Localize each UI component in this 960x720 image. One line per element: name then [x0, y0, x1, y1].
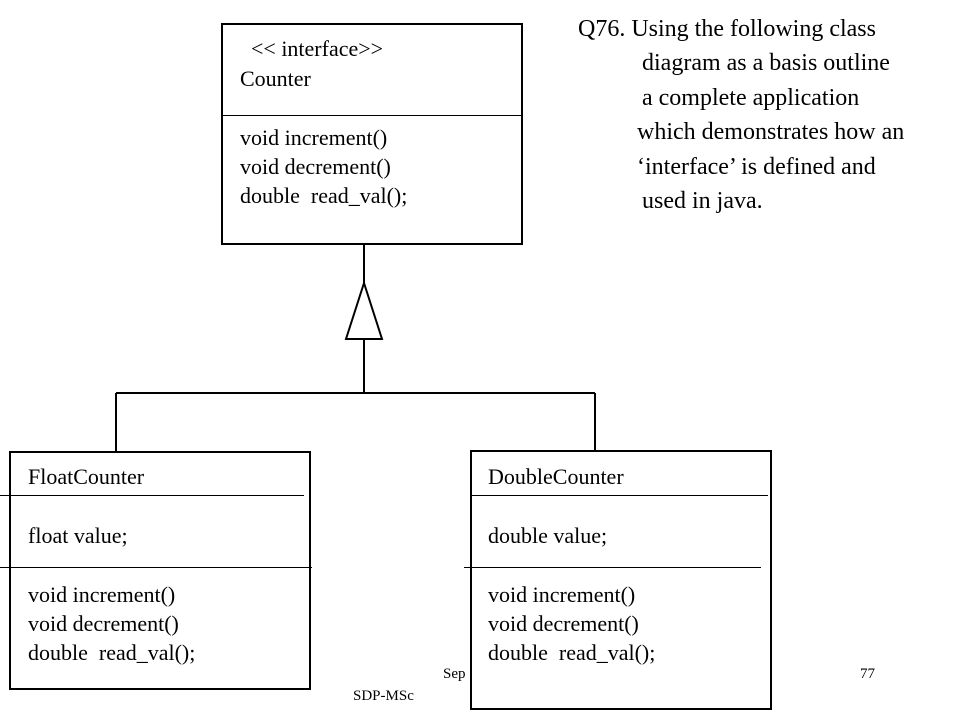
- float-counter-attribute: float value;: [28, 523, 128, 548]
- double-counter-method-2: void decrement(): [488, 611, 639, 636]
- question-line-3: a complete application: [642, 85, 860, 111]
- counter-interface-box: [221, 23, 523, 245]
- double-counter-class-name: DoubleCounter: [488, 464, 624, 489]
- double-counter-separator-2: [464, 567, 761, 568]
- counter-separator: [222, 115, 522, 116]
- counter-stereotype: << interface>>: [251, 36, 384, 61]
- float-counter-box: [9, 451, 311, 690]
- double-counter-attribute: double value;: [488, 523, 608, 548]
- footer-course: SDP-MSc: [353, 688, 414, 704]
- question-line-6: used in java.: [642, 188, 763, 214]
- question-line-1: Q76. Using the following class: [578, 16, 876, 42]
- question-line-2: diagram as a basis outline: [642, 50, 890, 76]
- float-counter-separator-1: [0, 495, 304, 496]
- footer-page-number: 77: [860, 666, 875, 682]
- float-counter-method-3: double read_val();: [28, 640, 196, 665]
- float-counter-method-2: void decrement(): [28, 611, 179, 636]
- counter-method-1: void increment(): [240, 125, 388, 150]
- float-counter-separator-2: [0, 567, 312, 568]
- double-counter-separator-1: [471, 495, 768, 496]
- counter-method-2: void decrement(): [240, 154, 391, 179]
- inheritance-triangle-icon: [344, 279, 384, 340]
- question-line-4: which demonstrates how an: [637, 119, 905, 145]
- double-counter-method-3: double read_val();: [488, 640, 656, 665]
- float-counter-method-1: void increment(): [28, 582, 176, 607]
- double-counter-box: [470, 450, 772, 710]
- question-line-5: ‘interface’ is defined and: [637, 154, 876, 180]
- counter-method-3: double read_val();: [240, 183, 408, 208]
- float-counter-class-name: FloatCounter: [28, 464, 145, 489]
- counter-class-name: Counter: [240, 66, 311, 91]
- double-counter-method-1: void increment(): [488, 582, 636, 607]
- footer-date-partial: Sep: [443, 666, 466, 682]
